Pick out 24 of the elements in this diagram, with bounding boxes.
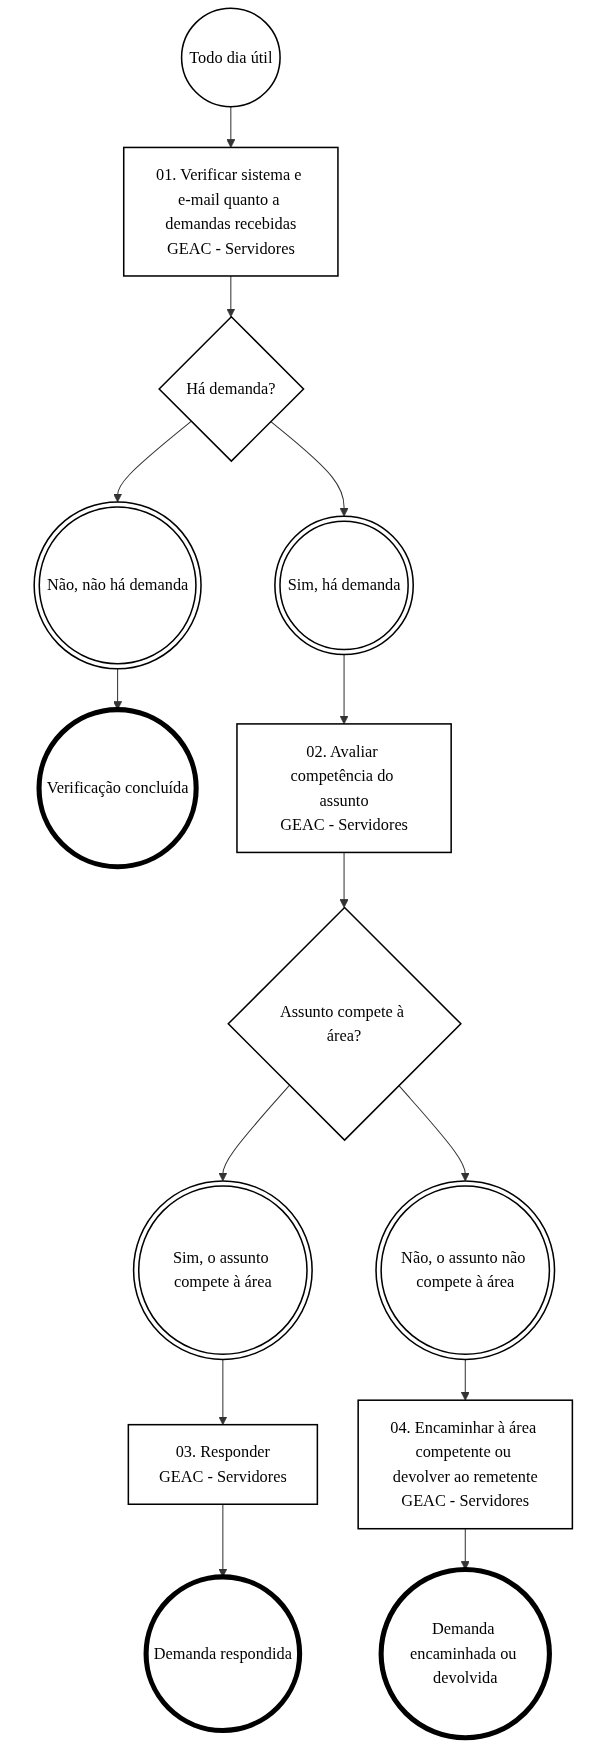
arrow xyxy=(397,1084,470,1182)
node-circle: Demanda respondida xyxy=(143,1574,302,1733)
arrow xyxy=(460,1358,470,1401)
node-circle: Demanda encaminhada ou devolvida xyxy=(378,1566,552,1741)
arrow xyxy=(218,1358,228,1426)
node-box: 03. Responder GEAC - Servidores xyxy=(127,1423,318,1505)
node-circle: Verificação concluída xyxy=(36,707,199,870)
node-circle: Sim, o assunto compete à área xyxy=(132,1180,313,1361)
node-circle: Não, o assunto não compete à área xyxy=(375,1180,556,1361)
node-circle: Sim, há demanda xyxy=(273,515,414,656)
node-circle: Não, não há demanda xyxy=(33,501,202,670)
arrow xyxy=(226,275,236,318)
node-circle: Todo dia útil xyxy=(180,7,281,108)
arrow xyxy=(218,1084,290,1182)
node-box: 02. Avaliar competência do assunto GEAC - Servidores xyxy=(235,723,452,854)
node-diamond: Há demanda? xyxy=(157,315,305,463)
arrow xyxy=(339,654,349,725)
arrow xyxy=(269,420,349,517)
arrow xyxy=(112,420,192,503)
node-box: 04. Encaminhar à área competente ou devolver ao remetente GEAC - Servidores xyxy=(357,1399,573,1530)
arrow xyxy=(339,851,349,908)
node-box: 01. Verificar sistema e e-mail quanto a demandas recebidas GEAC - Servidores xyxy=(122,146,339,277)
node-diamond: Assunto compete à área? xyxy=(226,906,462,1142)
arrow xyxy=(226,106,236,148)
